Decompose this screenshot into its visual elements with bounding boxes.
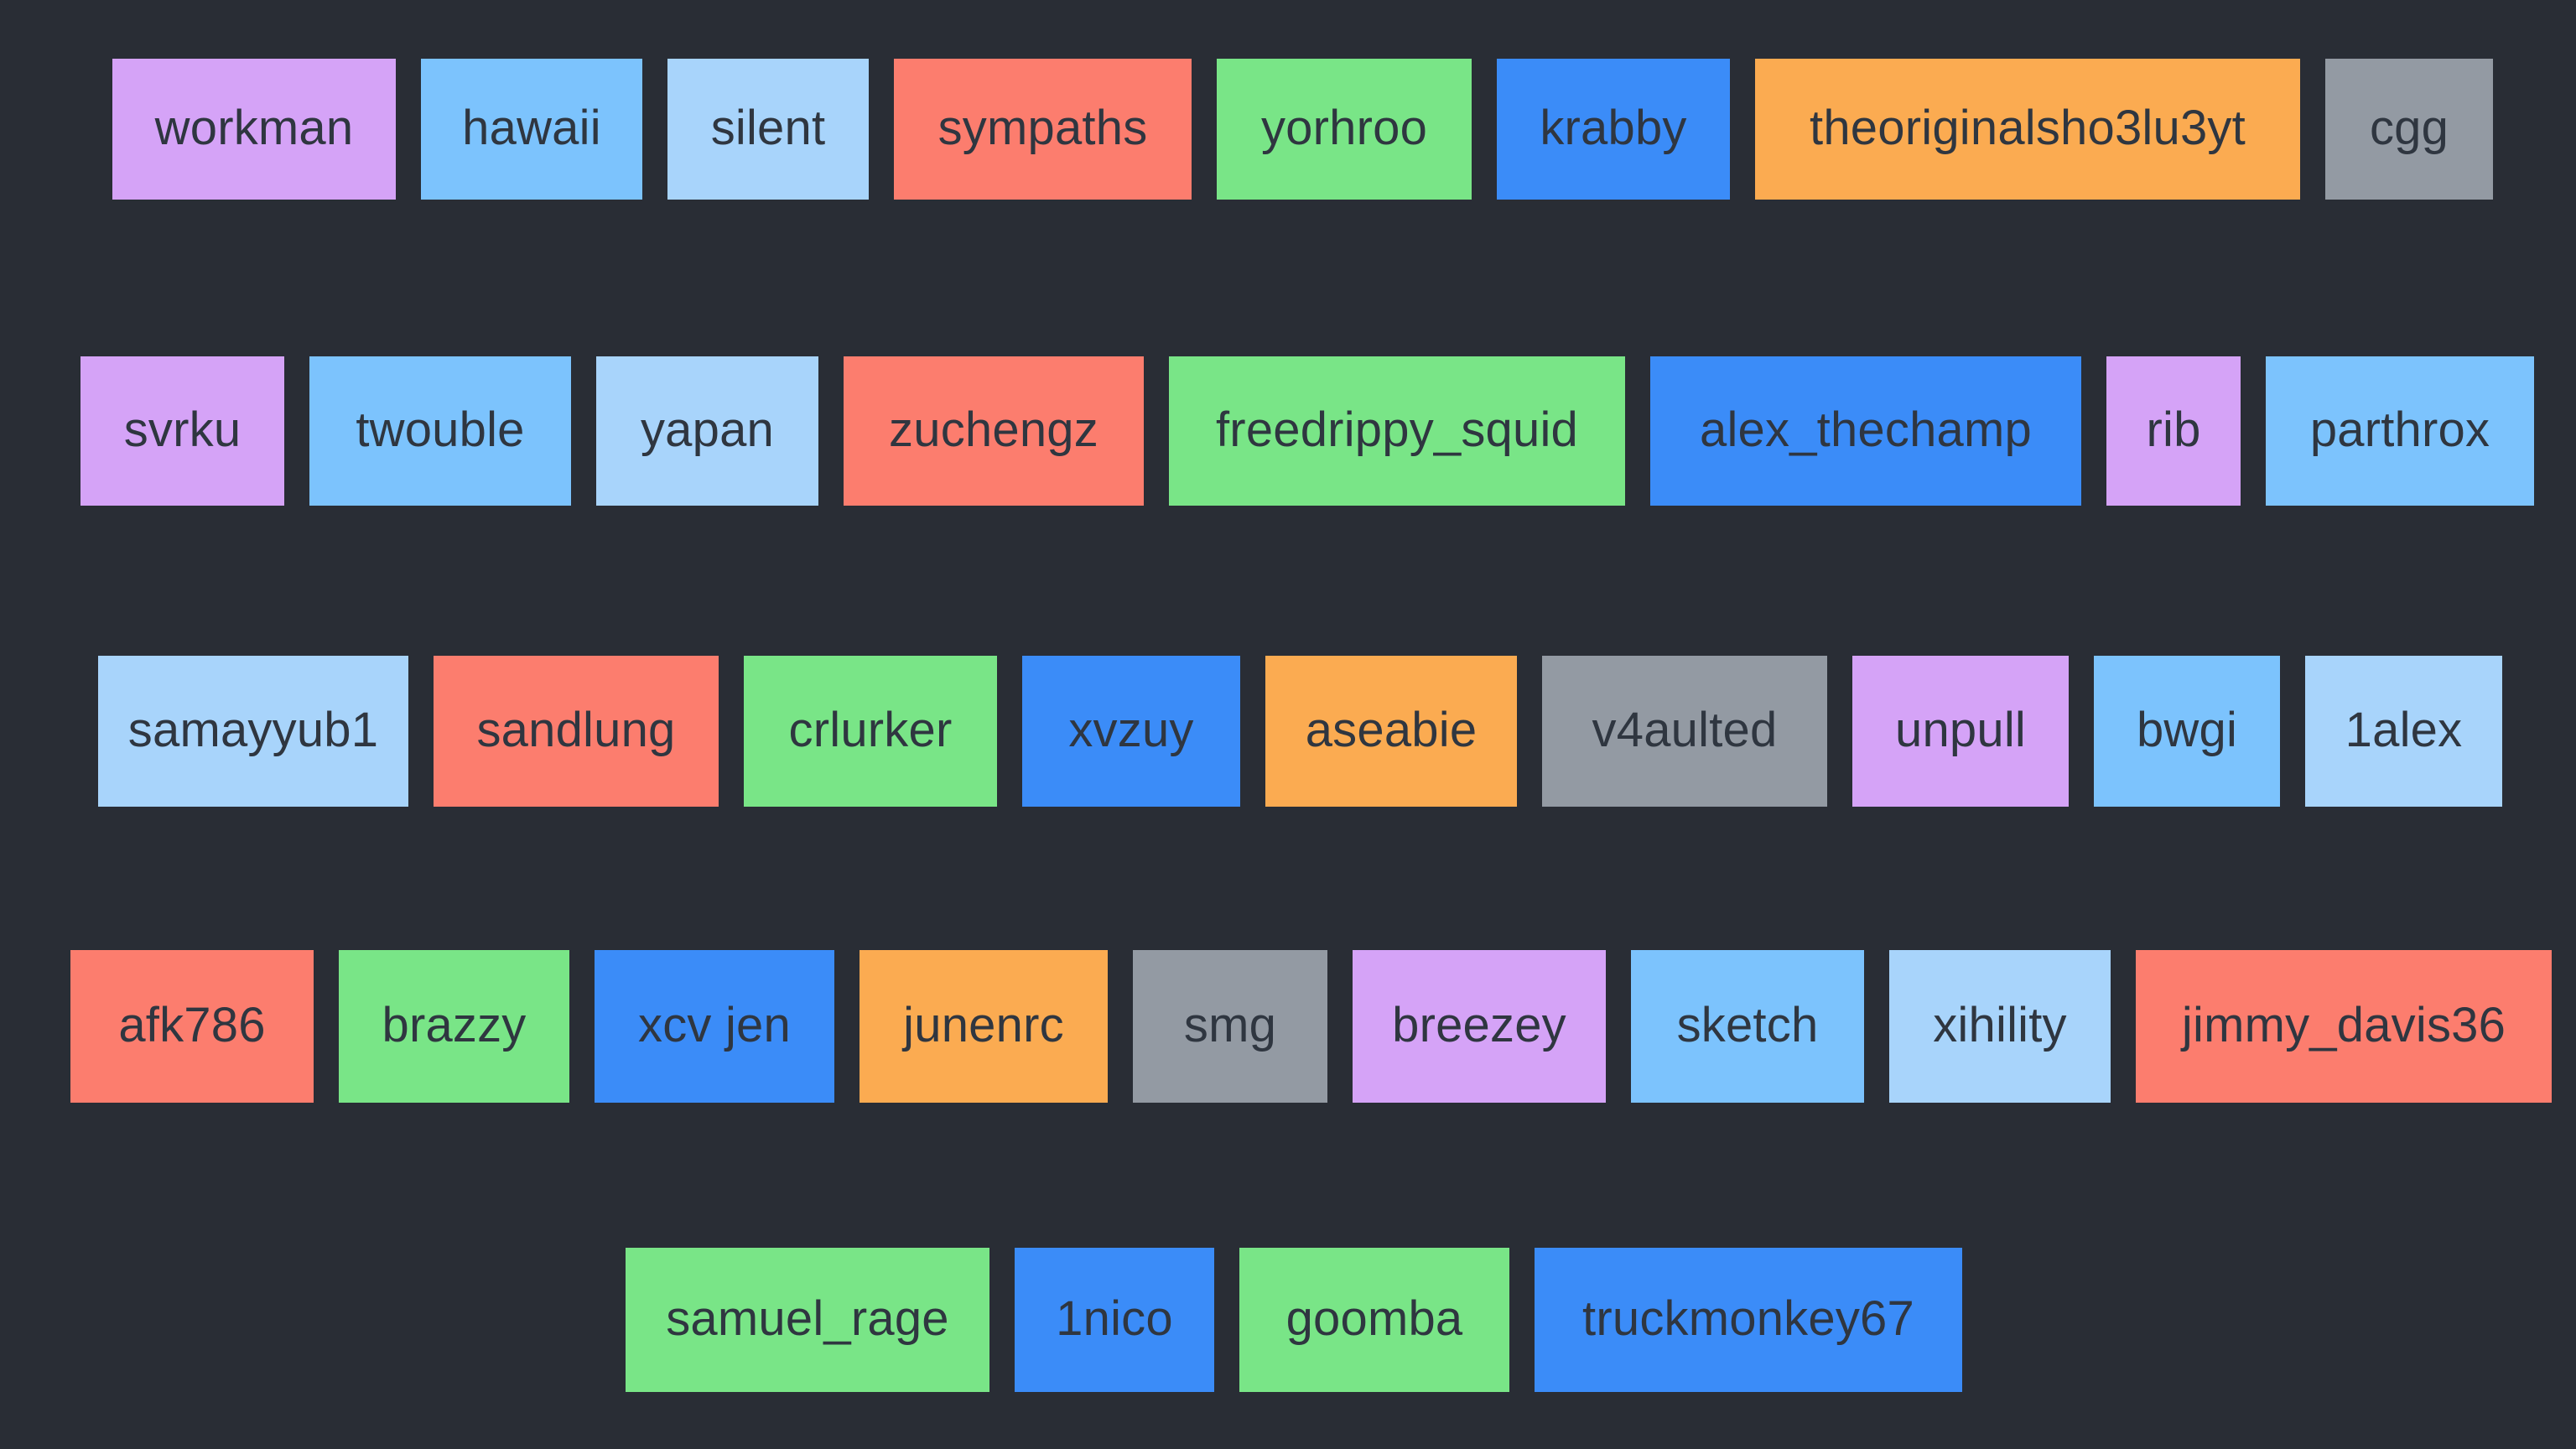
tag-label: smg xyxy=(1183,998,1277,1052)
tag-goomba[interactable]: goomba xyxy=(1239,1248,1509,1392)
tag-label: alex_thechamp xyxy=(1700,402,2032,457)
tag-label: xcv jen xyxy=(638,998,791,1052)
tag-label: breezey xyxy=(1392,998,1566,1052)
tag-twouble[interactable]: twouble xyxy=(309,356,571,506)
tag-label: twouble xyxy=(356,402,525,457)
tag-label: crlurker xyxy=(788,703,953,757)
tag-label: xihility xyxy=(1933,998,2067,1052)
tag-1alex[interactable]: 1alex xyxy=(2305,656,2502,807)
tag-aseabie[interactable]: aseabie xyxy=(1265,656,1517,807)
tag-bwgi[interactable]: bwgi xyxy=(2094,656,2280,807)
tag-breezey[interactable]: breezey xyxy=(1353,950,1606,1103)
tag-row-4: afk786 brazzy xcv jen junenrc smg breezey sket… xyxy=(70,950,2552,1103)
tag-label: yorhroo xyxy=(1260,101,1428,155)
tag-junenrc[interactable]: junenrc xyxy=(860,950,1108,1103)
tag-label: samayyub1 xyxy=(127,703,379,757)
tag-label: svrku xyxy=(123,402,242,457)
tag-krabby[interactable]: krabby xyxy=(1497,59,1730,200)
tag-rib[interactable]: rib xyxy=(2106,356,2241,506)
tag-label: 1nico xyxy=(1056,1291,1173,1346)
tag-theoriginalsho3lu3yt[interactable]: theoriginalsho3lu3yt xyxy=(1755,59,2300,200)
tag-row-1: workman hawaii silent sympaths yorhroo krabby… xyxy=(112,59,2493,200)
tag-row-5: samuel_rage 1nico goomba truckmonkey67 xyxy=(626,1248,1962,1392)
tag-hawaii[interactable]: hawaii xyxy=(421,59,642,200)
tag-smg[interactable]: smg xyxy=(1133,950,1327,1103)
tag-parthrox[interactable]: parthrox xyxy=(2266,356,2534,506)
tag-row-3: samayyub1 sandlung crlurker xvzuy aseabie v4a… xyxy=(98,656,2502,807)
tag-truckmonkey67[interactable]: truckmonkey67 xyxy=(1535,1248,1962,1392)
tag-samuel-rage[interactable]: samuel_rage xyxy=(626,1248,989,1392)
tag-v4aulted[interactable]: v4aulted xyxy=(1542,656,1827,807)
tag-samayyub1[interactable]: samayyub1 xyxy=(98,656,408,807)
tag-yorhroo[interactable]: yorhroo xyxy=(1217,59,1472,200)
tag-label: parthrox xyxy=(2309,402,2490,457)
tag-row-2: svrku twouble yapan zuchengz freedrippy_squi… xyxy=(80,356,2534,506)
tag-label: sandlung xyxy=(476,703,676,757)
tag-label: v4aulted xyxy=(1592,703,1778,757)
tag-unpull[interactable]: unpull xyxy=(1852,656,2069,807)
tag-label: 1alex xyxy=(2345,703,2463,757)
tag-zuchengz[interactable]: zuchengz xyxy=(844,356,1144,506)
tag-jimmy-davis36[interactable]: jimmy_davis36 xyxy=(2136,950,2552,1103)
tag-workman[interactable]: workman xyxy=(112,59,396,200)
tag-label: sympaths xyxy=(937,101,1148,155)
tag-label: unpull xyxy=(1895,703,2026,757)
tag-label: theoriginalsho3lu3yt xyxy=(1810,101,2246,155)
tag-label: rib xyxy=(2146,402,2201,457)
tag-label: goomba xyxy=(1285,1291,1463,1346)
tag-xcv-jen[interactable]: xcv jen xyxy=(595,950,834,1103)
tag-label: hawaii xyxy=(462,101,601,155)
tag-xihility[interactable]: xihility xyxy=(1889,950,2111,1103)
tag-svrku[interactable]: svrku xyxy=(80,356,284,506)
tag-yapan[interactable]: yapan xyxy=(596,356,818,506)
tag-crlurker[interactable]: crlurker xyxy=(744,656,997,807)
tag-alex-thechamp[interactable]: alex_thechamp xyxy=(1650,356,2081,506)
tag-label: bwgi xyxy=(2136,703,2238,757)
tag-brazzy[interactable]: brazzy xyxy=(339,950,569,1103)
tag-label: zuchengz xyxy=(889,402,1098,457)
tag-label: junenrc xyxy=(903,998,1064,1052)
tag-label: samuel_rage xyxy=(666,1291,949,1346)
tag-sandlung[interactable]: sandlung xyxy=(434,656,719,807)
tag-label: krabby xyxy=(1540,101,1687,155)
tag-label: silent xyxy=(710,101,826,155)
tag-sympaths[interactable]: sympaths xyxy=(894,59,1192,200)
tag-label: brazzy xyxy=(382,998,527,1052)
tag-label: aseabie xyxy=(1305,703,1478,757)
tag-afk786[interactable]: afk786 xyxy=(70,950,314,1103)
tag-xvzuy[interactable]: xvzuy xyxy=(1022,656,1240,807)
tag-label: sketch xyxy=(1676,998,1819,1052)
tag-label: yapan xyxy=(640,402,775,457)
tag-freedrippy-squid[interactable]: freedrippy_squid xyxy=(1169,356,1625,506)
tag-cgg[interactable]: cgg xyxy=(2325,59,2493,200)
tag-1nico[interactable]: 1nico xyxy=(1015,1248,1214,1392)
tag-label: workman xyxy=(154,101,354,155)
tag-label: xvzuy xyxy=(1068,703,1194,757)
tag-label: truckmonkey67 xyxy=(1582,1291,1914,1346)
tag-label: afk786 xyxy=(118,998,266,1052)
tag-label: freedrippy_squid xyxy=(1215,402,1579,457)
tag-label: cgg xyxy=(2369,101,2449,155)
tag-label: jimmy_davis36 xyxy=(2181,998,2506,1052)
tag-silent[interactable]: silent xyxy=(667,59,869,200)
tag-sketch[interactable]: sketch xyxy=(1631,950,1864,1103)
